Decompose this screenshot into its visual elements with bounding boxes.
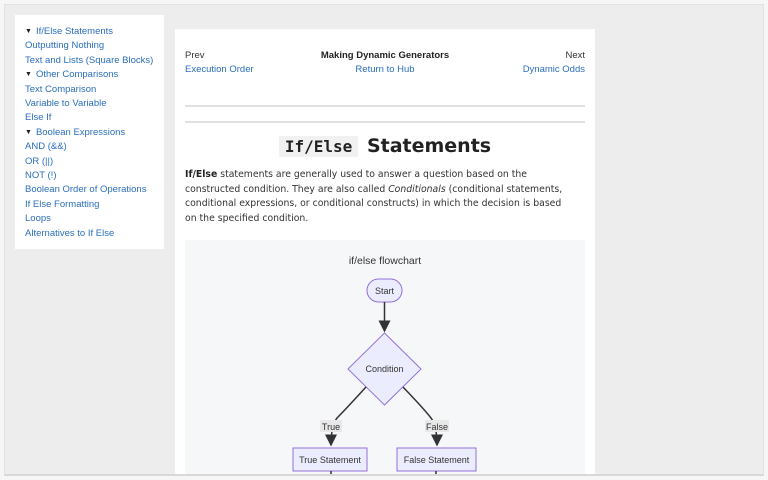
false-edge-label: False	[426, 422, 448, 432]
false-edge-label-bg	[425, 420, 449, 432]
expand-triangle-icon[interactable]: ▼	[25, 71, 32, 79]
section-title: Making Dynamic Generators	[320, 50, 450, 61]
next-nav: Next Dynamic Odds	[523, 48, 585, 77]
next-link[interactable]: Dynamic Odds	[522, 64, 585, 75]
browser-viewport: ▼If/Else Statements Outputting Nothing T…	[4, 4, 764, 476]
intro-paragraph: If/Else statements are generally used to…	[185, 169, 563, 224]
flowchart-title: if/else flowchart	[349, 255, 421, 267]
sidebar-item-if-else-formatting[interactable]: If Else Formatting	[25, 198, 100, 210]
prev-nav: Prev Execution Order	[185, 48, 254, 77]
flowchart-diagram: if/else flowchart Start Condition	[185, 240, 585, 474]
next-label: Next	[565, 50, 585, 61]
prev-label: Prev	[185, 50, 205, 61]
divider	[185, 121, 585, 123]
sidebar-item-boolean-order[interactable]: Boolean Order of Operations	[25, 184, 147, 196]
false-statement-node: False Statement	[396, 447, 477, 472]
sidebar-section-boolean-expressions[interactable]: ▼Boolean Expressions	[25, 126, 164, 140]
edge-false	[402, 386, 443, 447]
true-statement-node: True Statement	[292, 447, 368, 472]
sidebar-item-else-if[interactable]: Else If	[25, 112, 52, 124]
sidebar-item-or[interactable]: OR (||)	[25, 155, 54, 167]
title-code: If/Else	[278, 136, 359, 157]
edge-false-continue	[435, 470, 437, 474]
divider	[185, 105, 585, 107]
true-edge-label-bg	[320, 420, 342, 432]
svg-text:False Statement: False Statement	[404, 455, 470, 465]
true-edge-label: True	[322, 422, 340, 432]
sidebar-item-loops[interactable]: Loops	[25, 213, 51, 225]
sidebar-item-variable-to-variable[interactable]: Variable to Variable	[25, 98, 107, 110]
sidebar-item-text-comparison[interactable]: Text Comparison	[25, 83, 97, 95]
sidebar-section-other-comparisons[interactable]: ▼Other Comparisons	[25, 68, 164, 82]
svg-text:Start: Start	[375, 286, 395, 296]
expand-triangle-icon[interactable]: ▼	[25, 28, 32, 35]
expand-triangle-icon[interactable]: ▼	[25, 128, 32, 136]
sidebar-item-outputting-nothing[interactable]: Outputting Nothing	[25, 40, 105, 52]
edge-true	[325, 386, 367, 447]
svg-text:Condition: Condition	[365, 364, 403, 374]
hub-nav: Making Dynamic Generators Return to Hub	[185, 48, 585, 77]
sidebar-section-if-else-statements[interactable]: ▼If/Else Statements	[25, 25, 164, 39]
prev-link[interactable]: Execution Order	[185, 64, 254, 75]
svg-text:True Statement: True Statement	[299, 455, 361, 465]
condition-node: Condition	[347, 332, 422, 406]
sidebar-item-and[interactable]: AND (&&)	[25, 141, 67, 153]
start-node: Start	[366, 278, 403, 303]
main-content: Prev Execution Order Making Dynamic Gene…	[175, 29, 595, 474]
sidebar-item-text-and-lists[interactable]: Text and Lists (Square Blocks)	[25, 54, 154, 66]
sidebar-item-alternatives[interactable]: Alternatives to If Else	[25, 227, 115, 239]
return-to-hub-link[interactable]: Return to Hub	[355, 64, 415, 75]
page-title: If/Else Statements	[185, 135, 585, 157]
sidebar-toc: ▼If/Else Statements Outputting Nothing T…	[15, 15, 164, 249]
sidebar-item-not[interactable]: NOT (!)	[25, 170, 57, 182]
page-navigation: Prev Execution Order Making Dynamic Gene…	[185, 48, 585, 80]
